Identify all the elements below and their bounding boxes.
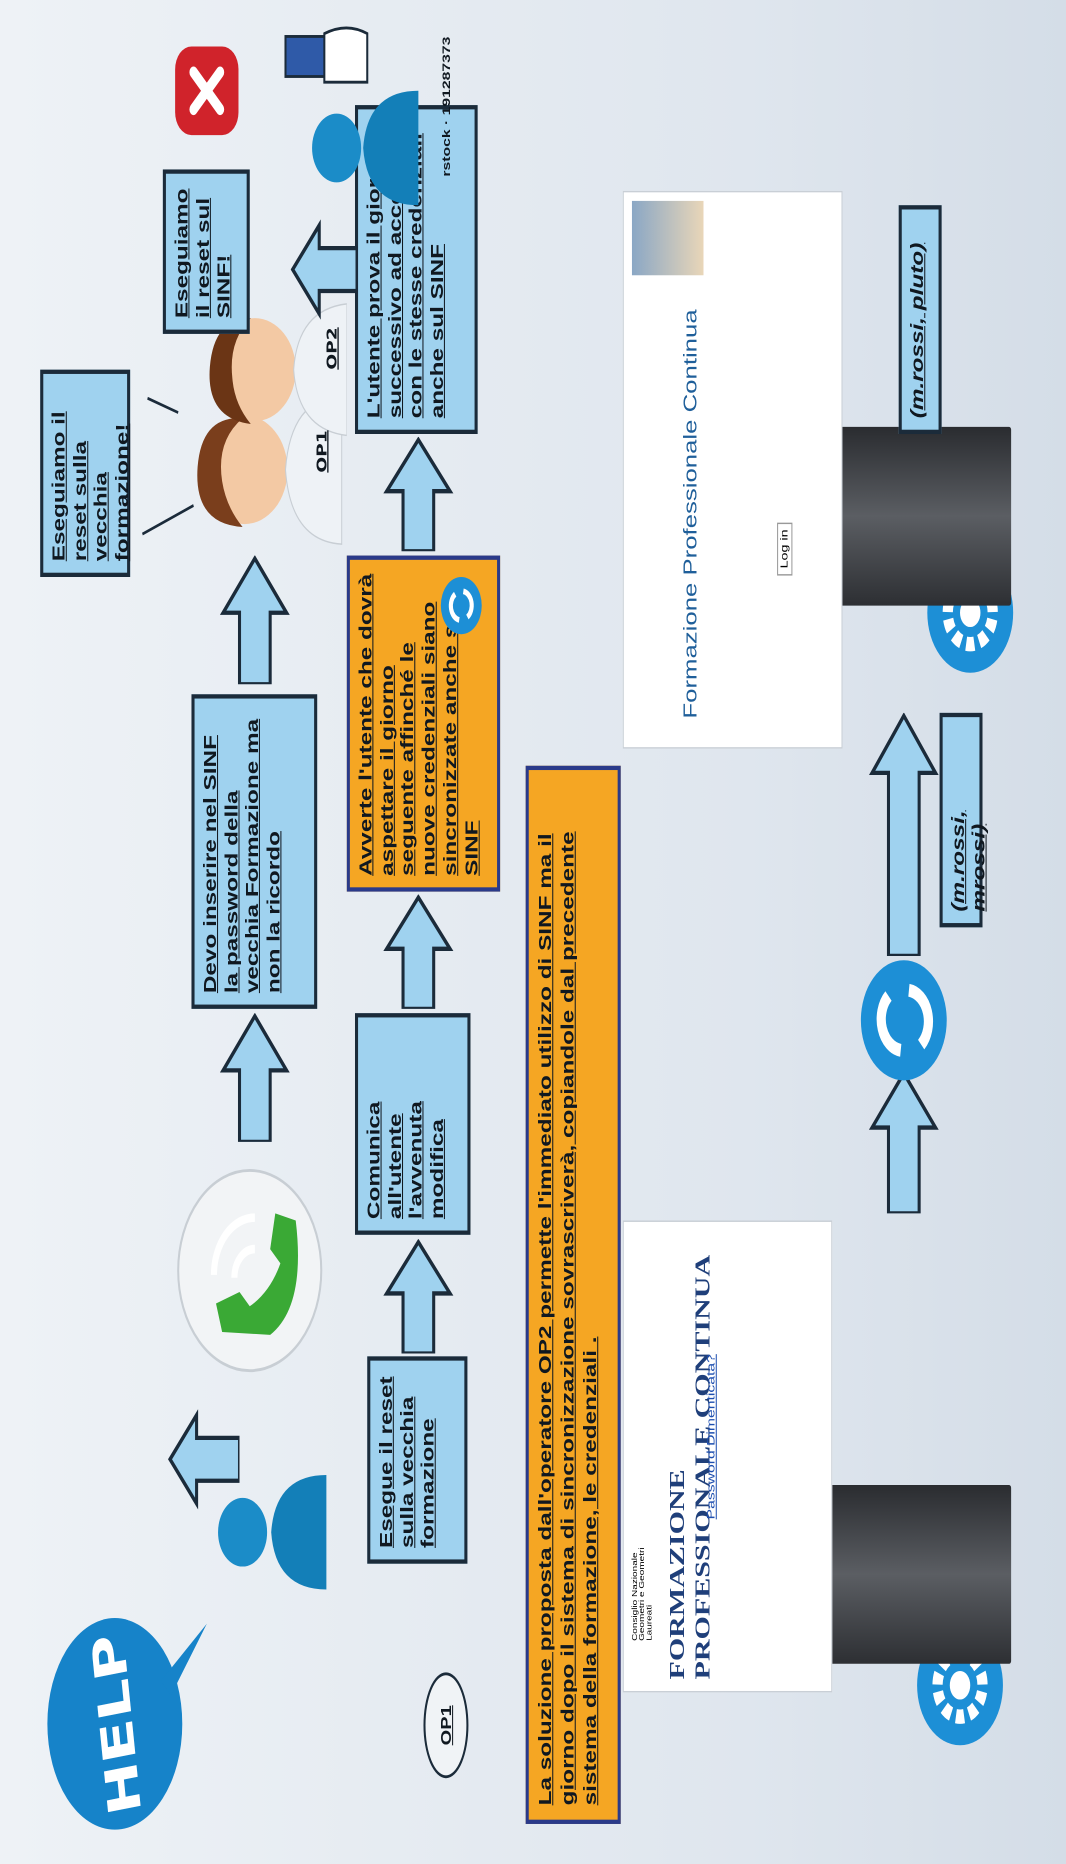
- reset-sinf-box: Eseguiamo il reset sul SINF!: [162, 169, 250, 334]
- new-title: Formazione Professionale Continua: [679, 309, 701, 719]
- arrow-right-icon: [219, 555, 290, 685]
- computer-tower-icon: [822, 1485, 1012, 1664]
- sync-icon: [440, 577, 482, 635]
- comunica-box: Comunica all'utente l'avvenuta modifica: [354, 1013, 471, 1235]
- reset-vecchia-box: Eseguiamo il reset sulla vecchia formazi…: [40, 369, 132, 578]
- new-login-panel: Formazione Professionale Continua Log in: [622, 190, 843, 749]
- new-login-button[interactable]: Log in: [777, 522, 793, 576]
- operators-icon: OP1 OP2: [197, 303, 347, 545]
- credentials-new: (m.rossi, pluto): [898, 205, 942, 435]
- solution-banner: La soluzione proposta dall'operatore OP2…: [525, 765, 621, 1824]
- arrow-right-icon: [219, 1013, 290, 1142]
- arrow-right-icon: [869, 712, 939, 956]
- callout-lines: [142, 396, 194, 536]
- phone-icon: [177, 1169, 323, 1373]
- arrow-right-icon: [868, 1070, 939, 1214]
- op1-badge: OP1: [423, 1672, 469, 1779]
- arrow-right-icon: [383, 1239, 454, 1354]
- op2-label: OP2: [324, 327, 340, 369]
- diagram-frame: HELP Devo inserire nel SINF la password …: [30, 5, 1066, 1864]
- arrow-right-icon: [383, 894, 454, 1009]
- op1-badge-label: OP1: [437, 1705, 455, 1746]
- thumbs-down-user-icon: [284, 26, 419, 206]
- help-bubble-icon: HELP: [47, 1618, 207, 1830]
- esegue-reset-box: Esegue il reset sulla vecchia formazione: [367, 1356, 468, 1564]
- computer-tower-icon: [822, 426, 1012, 606]
- watermark: rstock · 191287373: [440, 36, 454, 177]
- error-x-icon[interactable]: [171, 41, 243, 141]
- old-login-panel: Consiglio Nazionale Geometri e Geometri …: [622, 1220, 833, 1693]
- user-icon: [218, 1475, 327, 1590]
- credentials-old: (m.rossi, mrossi): [939, 712, 989, 928]
- arrow-right-icon: [383, 436, 454, 552]
- old-org-label: Consiglio Nazionale Geometri e Geometri …: [631, 1547, 654, 1641]
- op1-label: OP1: [314, 430, 330, 472]
- old-password-link[interactable]: Password Dimenticata?: [705, 1354, 718, 1520]
- arrow-up-icon: [168, 1409, 240, 1510]
- sync-icon: [860, 960, 947, 1081]
- devo-inserire-box: Devo inserire nel SINF la password della…: [191, 694, 318, 1009]
- arrow-up-icon: [290, 219, 358, 320]
- horse-logo: [631, 200, 704, 276]
